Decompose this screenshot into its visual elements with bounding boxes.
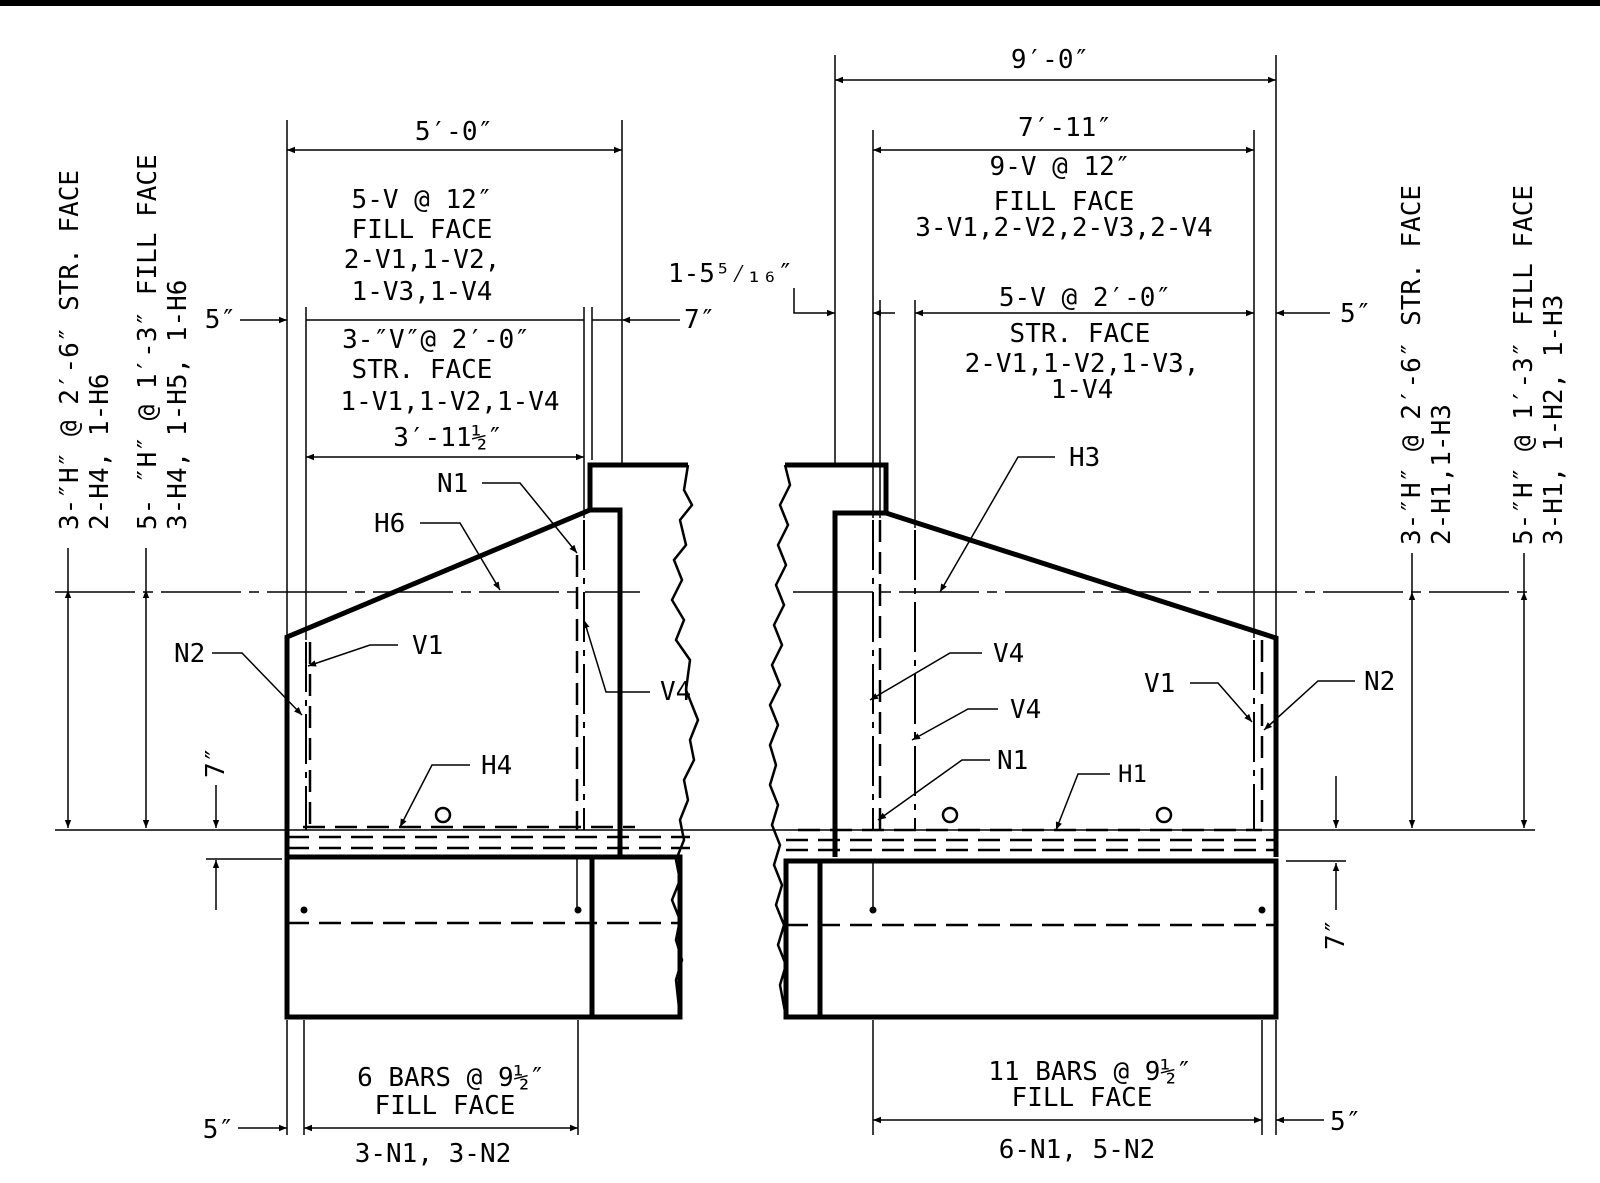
right-dim-edge-leader (793, 288, 835, 317)
right-footing (783, 858, 1279, 1020)
right-bar-dot (1258, 906, 1266, 914)
right-label-v1: V1 (1144, 669, 1175, 699)
left-bottom-dim: 3-N1, 3-N2 (355, 1139, 512, 1169)
right-dim-fill: 7′-11″ (1018, 113, 1112, 143)
note-line: STR. FACE (1010, 319, 1151, 349)
right-leader-v4a (869, 652, 982, 701)
right-dim-edge: 1-5⁵⁄₁₆″ (668, 259, 793, 289)
right-wall-step (785, 462, 889, 513)
left-bottom-offset: 5″ (203, 1115, 234, 1145)
right-wall-outline (832, 510, 1279, 857)
right-leader-h1 (1055, 773, 1110, 831)
right-leader-n2 (1263, 680, 1355, 731)
right-bottom-dim: 6-N1, 5-N2 (999, 1135, 1156, 1165)
note-line: 2-H1,1-H3 (1427, 404, 1457, 545)
note-line: FILL FACE (994, 187, 1135, 217)
left-label-v4: V4 (660, 677, 691, 707)
left-label-n1: N1 (437, 469, 468, 499)
left-bottom-note: 6 BARS @ 9½″ FILL FACE (357, 1063, 545, 1121)
right-bar-circle (941, 806, 959, 824)
left-wall-section: 5′-0″ 5-V @ 12″ FILL FACE 2-V1,1-V2, 1-V… (55, 117, 715, 1169)
left-footing (284, 854, 683, 1020)
left-horiz-str-note: 3-″H″ @ 2′-6″ STR. FACE 2-H4, 1-H6 (55, 170, 115, 530)
right-bar-circle (1155, 806, 1173, 824)
note-line: 5-V @ 12″ (352, 185, 493, 215)
note-line: FILL FACE (352, 215, 493, 245)
left-horiz-fill-note: 5- ″H″ @ 1′-3″ FILL FACE 3-H4, 1-H5, 1-H… (133, 154, 193, 530)
note-line: 3-″H″ @ 2′-6″ STR. FACE (1397, 185, 1427, 545)
note-line: 1-V3,1-V4 (352, 277, 493, 307)
left-bar-circle (434, 806, 452, 824)
left-leader-v1 (307, 644, 398, 667)
left-bar-dot (300, 906, 308, 914)
note-line: 2-V1,1-V2, (344, 245, 501, 275)
right-bottom-offset: 5″ (1330, 1107, 1361, 1137)
right-label-v4a: V4 (993, 639, 1024, 669)
left-wall-step (587, 462, 688, 510)
right-horiz-str-note: 3-″H″ @ 2′-6″ STR. FACE 2-H1,1-H3 (1397, 185, 1457, 545)
left-leader-n1 (482, 482, 578, 554)
note-line: 2-V1,1-V2,1-V3, (965, 349, 1200, 379)
right-str-vert-note: STR. FACE 2-V1,1-V2,1-V3, 1-V4 (965, 319, 1200, 405)
left-leader-v4 (583, 619, 650, 693)
note-line: 5- ″H″ @ 1′-3″ FILL FACE (133, 154, 163, 530)
note-line: FILL FACE (375, 1091, 516, 1121)
left-bar-dot (574, 906, 582, 914)
left-wall-outline (284, 507, 623, 857)
right-wall-section: 9′-0″ 7′-11″ 9-V @ 12″ FILL FACE 3-V1,2-… (668, 45, 1569, 1165)
right-label-h3: H3 (1069, 443, 1100, 473)
right-leader-n1 (877, 759, 990, 821)
note-line: 11 BARS @ 9½″ (988, 1057, 1192, 1087)
note-line: 3-V1,2-V2,2-V3,2-V4 (915, 213, 1212, 243)
right-label-n2: N2 (1364, 667, 1395, 697)
right-label-h1: H1 (1118, 760, 1147, 788)
right-horiz-fill-note: 5-″H″ @ 1′-3″ FILL FACE 3-H1, 1-H2, 1-H3 (1509, 185, 1569, 545)
left-label-h6: H6 (374, 509, 405, 539)
note-line: 3-″V″@ 2′-0″ (342, 325, 530, 355)
note-line: 5-″H″ @ 1′-3″ FILL FACE (1509, 185, 1539, 545)
left-dim-offset-7: 7″ (684, 305, 715, 335)
note-line: 3-H1, 1-H2, 1-H3 (1539, 295, 1569, 545)
right-dim-offset: 5″ (1340, 299, 1371, 329)
note-line: 6 BARS @ 9½″ (357, 1063, 545, 1093)
note-line: 1-V1,1-V2,1-V4 (340, 387, 559, 417)
note-line: FILL FACE (1012, 1083, 1153, 1113)
note-line: 3-″H″ @ 2′-6″ STR. FACE (55, 170, 85, 530)
right-label-v4b: V4 (1010, 695, 1041, 725)
note-line: 9-V @ 12″ (990, 152, 1131, 182)
left-label-v1: V1 (412, 631, 443, 661)
right-str-note-line1: 5-V @ 2′-0″ (999, 283, 1171, 313)
left-fill-vert-note: 5-V @ 12″ FILL FACE 2-V1,1-V2, 1-V3,1-V4 (344, 185, 501, 307)
left-dim-footing: 7″ (201, 747, 231, 778)
right-label-n1: N1 (997, 746, 1028, 776)
right-leader-h3 (939, 456, 1055, 593)
right-break-line (768, 464, 792, 1018)
left-str-vert-note: 3-″V″@ 2′-0″ STR. FACE 1-V1,1-V2,1-V4 (340, 325, 559, 417)
right-dim-footing: 7″ (1321, 919, 1351, 950)
sheet-border (0, 0, 1600, 6)
right-bottom-note: 11 BARS @ 9½″ FILL FACE (988, 1057, 1192, 1113)
right-leader-v1 (1190, 682, 1253, 723)
left-dim-width: 5′-0″ (415, 117, 493, 147)
left-dim-inner: 3′-11½″ (393, 423, 503, 453)
right-dim-overall: 9′-0″ (1011, 45, 1089, 75)
note-line: 2-H4, 1-H6 (85, 373, 115, 530)
note-line: 1-V4 (1051, 375, 1114, 405)
left-label-h4: H4 (481, 751, 512, 781)
left-break-line (670, 464, 700, 1018)
right-leader-v4b (911, 708, 998, 741)
left-leader-h6 (420, 522, 501, 591)
left-leader-n2 (212, 652, 303, 716)
right-bar-dot (869, 906, 877, 914)
left-dim-offset-5: 5″ (205, 305, 236, 335)
left-leader-h4 (399, 764, 470, 828)
right-fill-vert-note: 9-V @ 12″ FILL FACE 3-V1,2-V2,2-V3,2-V4 (915, 152, 1212, 243)
note-line: 3-H4, 1-H5, 1-H6 (163, 280, 193, 530)
note-line: STR. FACE (352, 355, 493, 385)
left-label-n2: N2 (174, 639, 205, 669)
